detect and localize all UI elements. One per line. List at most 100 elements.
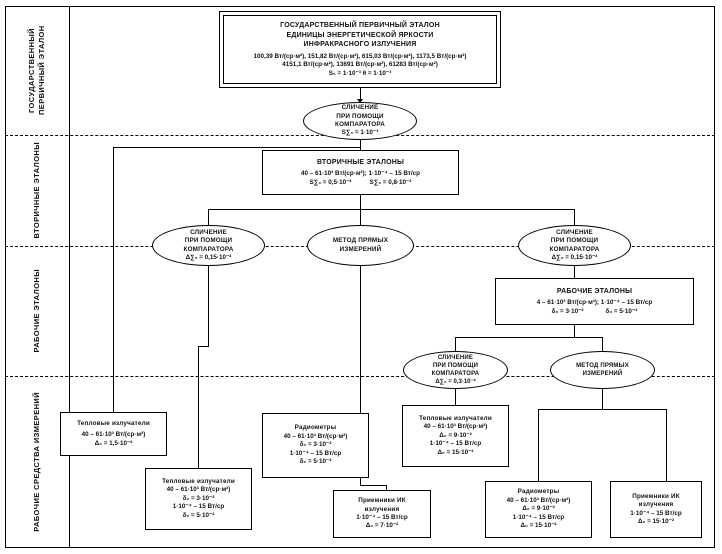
instrument-row-1-radiometers-2: 40 – 61·10³ Вт/(ср·м²) xyxy=(506,496,571,504)
level-label-primary: ГОСУДАРСТВЕННЫЙ ПЕРВИЧНЫЙ ЭТАЛОН xyxy=(5,6,69,135)
instrument-box-ir-receivers-1: Приемники ИК излучения 1·10⁻⁴ – 15 Вт/ср… xyxy=(333,490,431,538)
level-label-secondary-text: ВТОРИЧНЫЕ ЭТАЛОНЫ xyxy=(32,142,41,239)
instrument-row-2-radiometers-2: Δ₀ = 9·10⁻² xyxy=(522,505,555,513)
instrument-title-radiometers-1: Радиометры xyxy=(294,424,337,432)
instrument-row-1-thermal-emitters-3: 40 – 61·10³ Вт/(ср·м²) xyxy=(423,423,488,431)
connector-secondary-down xyxy=(360,195,361,209)
diagram-outer-frame xyxy=(5,6,715,548)
instrument-row-2-thermal-emitters-2: δ₀ = 3·10⁻² xyxy=(182,494,215,502)
instrument-row-1-radiometers-1: 40 – 61·10³ Вт/(ср·м²) xyxy=(283,432,348,440)
connector-comparator-to-secondary xyxy=(360,140,361,150)
connector-comparator-right-down xyxy=(574,266,575,278)
instrument-title-ir-receivers-2: Приемники ИК xyxy=(632,492,680,500)
connector-direct-mid-down xyxy=(360,266,361,413)
instrument-row-3-thermal-emitters-3: 1·10⁻⁴ – 15 Вт/ср xyxy=(429,440,482,448)
connector-working-standards-down xyxy=(574,325,575,337)
instrument-title-ir-receivers-1: Приемники ИК xyxy=(358,497,406,505)
instrument-title-radiometers-2: Радиометры xyxy=(517,488,560,496)
working-standards-value-2: δ₀ = 5·10⁻² xyxy=(605,307,638,315)
comparator-low-node: СЛИЧЕНИЕ ПРИ ПОМОЩИ КОМПАРАТОРА Δ∑₀ = 0,… xyxy=(403,351,508,389)
instrument-row-4-thermal-emitters-3: Δ₀ = 15·10⁻² xyxy=(437,448,474,456)
connector-to-direct-low xyxy=(602,337,603,351)
comparator-left-line-1: СЛИЧЕНИЕ xyxy=(190,228,227,236)
instrument-row-1-thermal-emitters-1: 40 – 61·10³ Вт/(ср·м²) xyxy=(81,431,146,439)
connector-to-ir-receivers-1 xyxy=(386,485,387,490)
direct-measurement-mid-node: МЕТОД ПРЯМЫХ ИЗМЕРЕНИЙ xyxy=(307,225,414,266)
instrument-row-3-radiometers-1: 1·10⁻⁴ – 15 Вт/ср xyxy=(289,449,342,457)
comparator-right-node: СЛИЧЕНИЕ ПРИ ПОМОЩИ КОМПАРАТОРА Δ∑₀ = 0,… xyxy=(518,225,631,266)
instrument-title-thermal-emitters-1: Тепловые излучатели xyxy=(77,419,150,427)
level-label-working-standards: РАБОЧИЕ ЭТАЛОНЫ xyxy=(5,246,69,376)
primary-standard-inner: ГОСУДАРСТВЕННЫЙ ПЕРВИЧНЫЙ ЭТАЛОН ЕДИНИЦЫ… xyxy=(223,15,497,84)
connector-radiometers-1-down xyxy=(360,478,361,485)
connector-to-ir-receivers-2 xyxy=(666,409,667,481)
secondary-standards-title: ВТОРИЧНЫЕ ЭТАЛОНЫ xyxy=(316,158,405,166)
arrow-primary-to-comparator xyxy=(357,99,363,103)
connector-comparator-left-down xyxy=(208,266,209,346)
instrument-box-thermal-emitters-3: Тепловые излучатели 40 – 61·10³ Вт/(ср·м… xyxy=(402,405,509,467)
instrument-row-4-radiometers-2: Δ₀ = 15·10⁻² xyxy=(520,522,557,530)
instrument-row-2-ir-receivers-1: Δ₀ = 7·10⁻² xyxy=(365,522,399,530)
instrument-row-4-thermal-emitters-2: δ₀ = 5·10⁻² xyxy=(182,511,215,519)
comparator-low-line-3: КОМПАРАТОРА xyxy=(431,371,480,377)
secondary-standards-value-1: S∑₀ = 0,5·10⁻² xyxy=(309,178,352,186)
instrument-box-thermal-emitters-2: Тепловые излучатели 40 – 61·10³ Вт/(ср·м… xyxy=(145,468,252,530)
instrument-box-radiometers-2: Радиометры 40 – 61·10³ Вт/(ср·м²) Δ₀ = 9… xyxy=(485,481,592,538)
instrument-row-2-thermal-emitters-3: Δ₀ = 9·10⁻² xyxy=(439,431,472,439)
working-standards-title: РАБОЧИЕ ЭТАЛОНЫ xyxy=(556,287,633,295)
connector-comparator-low-down xyxy=(455,389,456,405)
primary-standard-title-2: ЕДИНИЦЫ ЭНЕРГЕТИЧЕСКОЙ ЯРКОСТИ xyxy=(286,31,434,39)
secondary-standards-range: 40 – 61·10³ Вт/(ср·м²); 1·10⁻⁴ – 15 Вт/с… xyxy=(301,170,420,178)
connector-comparator-left-down2 xyxy=(198,346,199,468)
instrument-row-2-radiometers-1: δ₀ = 3·10⁻² xyxy=(299,441,332,449)
comparator-left-line-3: КОМПАРАТОРА xyxy=(183,245,234,253)
connector-to-direct-mid xyxy=(360,209,361,225)
instrument-title2-ir-receivers-1: излучения xyxy=(364,505,400,513)
connector-to-comparator-left xyxy=(208,209,209,225)
connector-primary-to-comparator xyxy=(360,88,361,102)
comparator-top-node: СЛИЧЕНИЕ ПРИ ПОМОЩИ КОМПАРАТОРА S∑₀ = 1·… xyxy=(303,102,417,140)
comparator-low-line-1: СЛИЧЕНИЕ xyxy=(437,355,474,361)
working-standards-range: 4 – 61·10³ Вт/(ср·м²); 1·10⁻⁴ – 15 Вт/ср xyxy=(536,299,653,307)
rail-top-left-horizontal xyxy=(113,147,361,148)
comparator-top-value: S∑₀ = 1·10⁻³ xyxy=(341,129,379,137)
level-label-working-instruments-text: РАБОЧИЕ СРЕДСТВА ИЗМЕРЕНИЙ xyxy=(32,392,41,532)
comparator-left-value: Δ∑₀ = 0,15·10⁻² xyxy=(185,253,232,261)
instrument-box-radiometers-1: Радиометры 40 – 61·10³ Вт/(ср·м²) δ₀ = 3… xyxy=(262,413,369,478)
connector-direct-low-branch xyxy=(538,409,666,410)
primary-standard-title-3: ИНФРАКРАСНОГО ИЗЛУЧЕНИЯ xyxy=(303,41,417,49)
instrument-row-3-thermal-emitters-2: 1·10⁻⁴ – 15 Вт/ср xyxy=(172,503,225,511)
instrument-box-thermal-emitters-1: Тепловые излучатели 40 – 61·10³ Вт/(ср·м… xyxy=(60,412,167,456)
direct-measurement-mid-line-1: МЕТОД ПРЯМЫХ xyxy=(332,237,389,245)
instrument-row-2-ir-receivers-2: Δ₀ = 15·10⁻² xyxy=(637,517,675,525)
secondary-standards-box: ВТОРИЧНЫЕ ЭТАЛОНЫ 40 – 61·10³ Вт/(ср·м²)… xyxy=(262,150,459,195)
instrument-row-1-ir-receivers-2: 1·10⁻⁴ – 15 Вт/ср xyxy=(630,509,682,517)
connector-radiometers-1-jog xyxy=(360,485,386,486)
instrument-row-2-thermal-emitters-1: Δ₀ = 1,5·10⁻² xyxy=(94,439,133,447)
connector-to-thermal-emitters-1 xyxy=(113,396,114,412)
primary-standard-box: ГОСУДАРСТВЕННЫЙ ПЕРВИЧНЫЙ ЭТАЛОН ЕДИНИЦЫ… xyxy=(219,11,501,88)
level-label-working-instruments: РАБОЧИЕ СРЕДСТВА ИЗМЕРЕНИЙ xyxy=(5,376,69,548)
working-standards-values: δ₀ = 3·10⁻² δ₀ = 5·10⁻² xyxy=(552,308,638,316)
connector-secondary-branch xyxy=(208,209,574,210)
connector-working-standards-branch xyxy=(455,337,602,338)
comparator-right-line-1: СЛИЧЕНИЕ xyxy=(556,228,593,236)
direct-measurement-low-line-1: МЕТОД ПРЯМЫХ xyxy=(576,363,629,369)
working-standards-box: РАБОЧИЕ ЭТАЛОНЫ 4 – 61·10³ Вт/(ср·м²); 1… xyxy=(495,278,694,325)
primary-standard-uncertainty: S₀ = 1·10⁻³ θ = 1·10⁻³ xyxy=(328,69,392,77)
level-label-working-standards-text: РАБОЧИЕ ЭТАЛОНЫ xyxy=(32,269,41,353)
secondary-standards-value-2: S∑₀ = 0,8·10⁻² xyxy=(369,178,412,186)
instrument-box-ir-receivers-2: Приемники ИК излучения 1·10⁻⁴ – 15 Вт/ср… xyxy=(610,481,702,538)
primary-standard-title-1: ГОСУДАРСТВЕННЫЙ ПЕРВИЧНЫЙ ЭТАЛОН xyxy=(280,22,440,29)
comparator-low-value: Δ∑₀ = 0,3·10⁻² xyxy=(435,379,476,385)
comparator-top-line-1: СЛИЧЕНИЕ xyxy=(341,104,379,112)
level-label-primary-text: ГОСУДАРСТВЕННЫЙ ПЕРВИЧНЫЙ ЭТАЛОН xyxy=(27,25,46,116)
connector-direct-low-down xyxy=(602,389,603,409)
instrument-row-3-radiometers-2: 1·10⁻⁴ – 15 Вт/ср xyxy=(512,513,565,521)
secondary-standards-values: S∑₀ = 0,5·10⁻² S∑₀ = 0,8·10⁻² xyxy=(310,179,412,187)
connector-to-comparator-low xyxy=(455,337,456,351)
comparator-right-value: Δ∑₀ = 0,15·10⁻² xyxy=(551,253,598,261)
sidebar-divider xyxy=(69,6,70,548)
primary-standard-values-1: 100,39 Вт/(ср·м²), 151,82 Вт/(ср·м²), 61… xyxy=(253,52,467,60)
